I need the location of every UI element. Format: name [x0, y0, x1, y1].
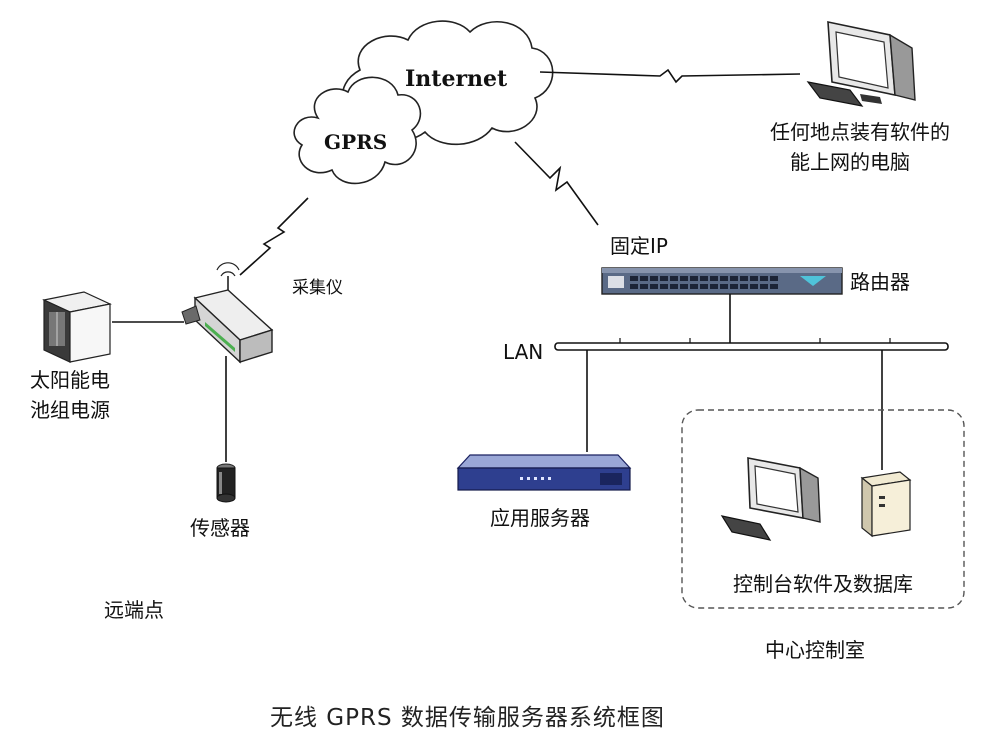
- remote-site-label: 远端点: [104, 598, 164, 622]
- control-software-label: 控制台软件及数据库: [733, 572, 913, 596]
- app-server-label: 应用服务器: [490, 506, 590, 530]
- remote-pc-icon: [806, 21, 916, 107]
- collector-label: 采集仪: [292, 278, 343, 298]
- lan-bus: [554, 338, 949, 351]
- gprs-cloud-label: GPRS: [324, 130, 388, 154]
- router-label: 路由器: [850, 270, 910, 294]
- wireless-link-internet-pc: [539, 68, 801, 84]
- control-tower-icon: [860, 471, 912, 538]
- wireless-link-gprs-collector: [239, 197, 309, 276]
- router-icon: [601, 267, 843, 295]
- solar-label-line2: 池组电源: [30, 398, 110, 422]
- control-pc-icon: [720, 457, 821, 541]
- solar-label-line1: 太阳能电: [30, 368, 110, 392]
- remote-pc-label-line1: 任何地点装有软件的: [770, 120, 950, 144]
- app-server-icon: [456, 454, 632, 491]
- fixed-ip-label: 固定IP: [610, 234, 668, 258]
- sensor-icon: [216, 463, 236, 503]
- collector-icon: [181, 262, 274, 364]
- remote-pc-label-line2: 能上网的电脑: [790, 150, 910, 174]
- lan-label: LAN: [503, 340, 544, 364]
- solar-battery-icon: [42, 291, 112, 363]
- diagram-caption: 无线 GPRS 数据传输服务器系统框图: [270, 705, 665, 731]
- control-room-label: 中心控制室: [765, 638, 865, 662]
- wireless-link-internet-router: [514, 141, 599, 226]
- control-room-boundary: [681, 409, 965, 609]
- sensor-label: 传感器: [190, 516, 250, 540]
- internet-cloud-label: Internet: [405, 66, 508, 92]
- gprs-cloud: [293, 76, 422, 185]
